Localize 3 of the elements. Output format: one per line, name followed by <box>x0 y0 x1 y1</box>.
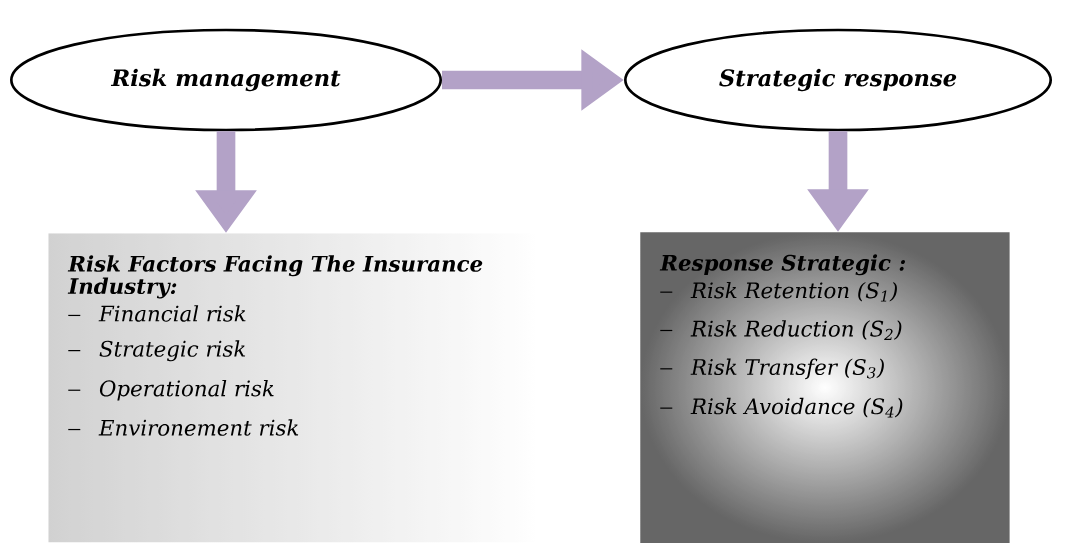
oval-node: Strategic response <box>624 28 1052 132</box>
node-text: Response Strategic : Risk Retention (S$_{1}$) Risk Reduction (S$_{2}$) Risk Transfer (S$_{3}$) Risk Avoidance (S$_{4}$) <box>659 254 906 418</box>
oval-node: Risk management <box>10 28 442 132</box>
